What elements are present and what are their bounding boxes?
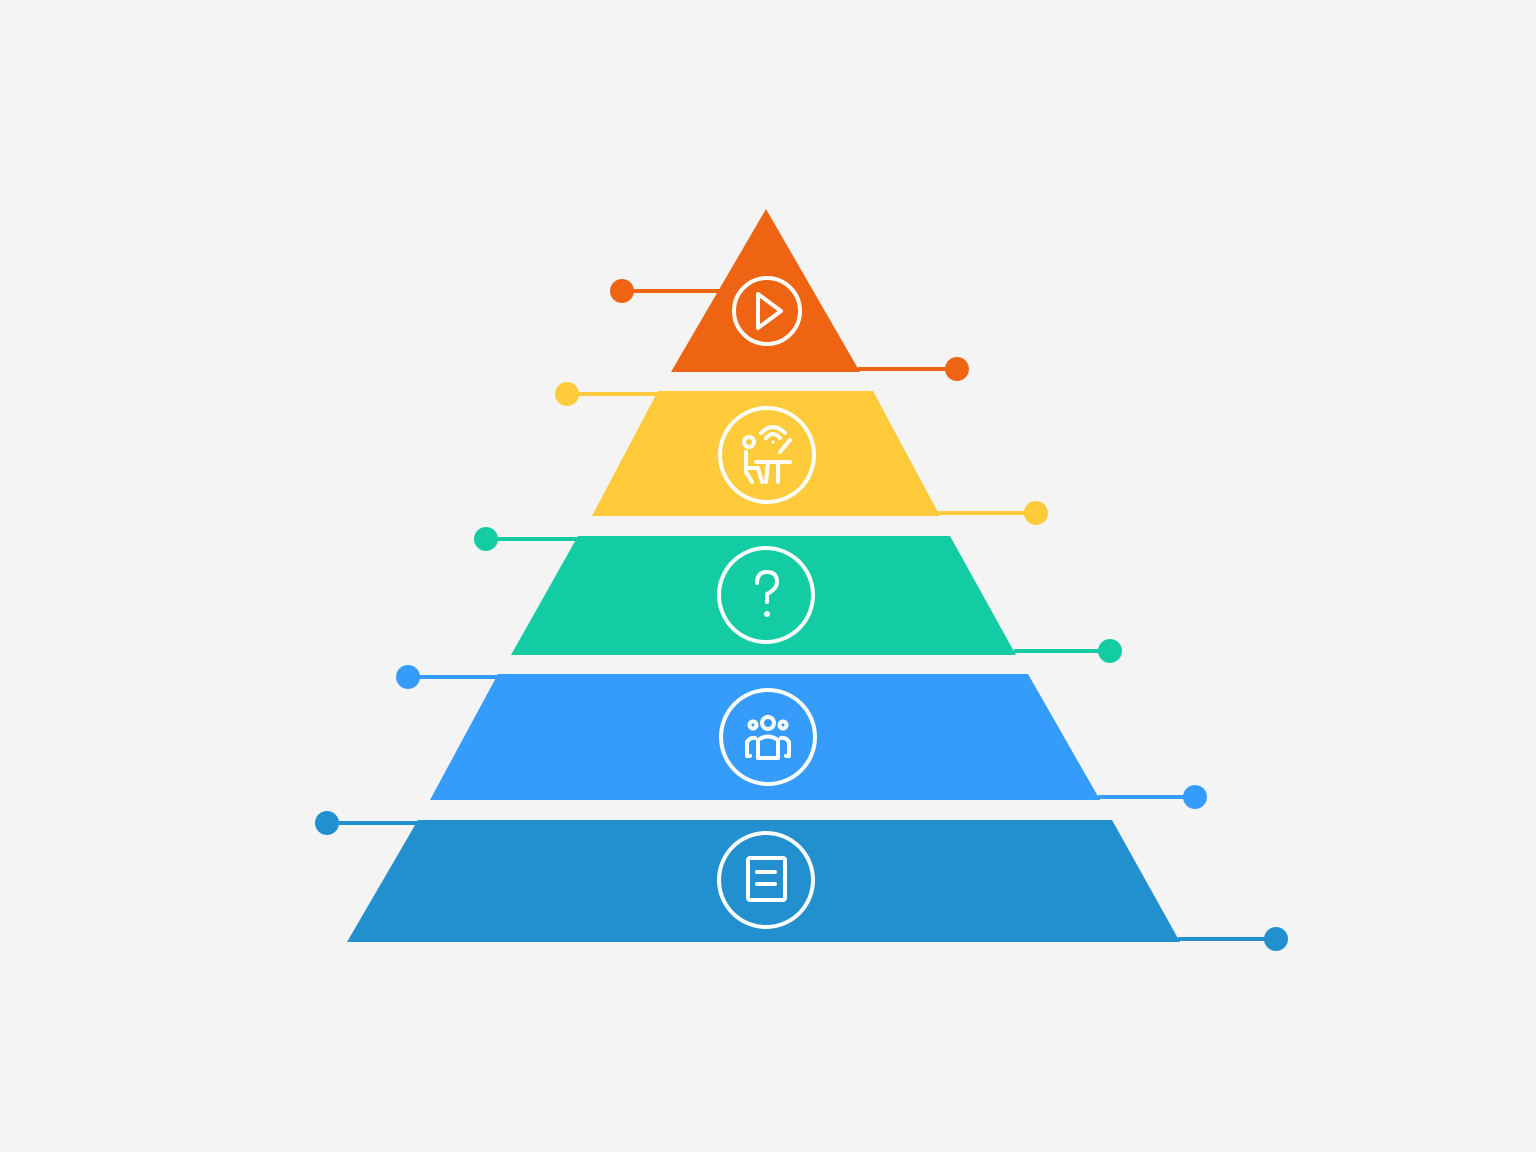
pyramid-level-5 [315,811,1288,951]
connector-dot-right-3 [1098,639,1122,663]
pyramid-level-2 [555,382,1048,525]
pyramid-segment-3 [511,536,1016,655]
question-icon [717,546,815,644]
connector-dot-left-2 [555,382,579,406]
connector-dot-right-1 [945,357,969,381]
play-icon [732,276,802,346]
pyramid-level-3 [474,527,1122,663]
connector-dot-left-1 [610,279,634,303]
pyramid-level-4 [396,665,1207,809]
remote-work-icon [718,406,816,504]
pyramid-level-1 [610,209,969,381]
connector-dot-left-3 [474,527,498,551]
connector-dot-right-2 [1024,501,1048,525]
document-icon [717,831,815,929]
connector-dot-left-4 [396,665,420,689]
pyramid-segment-5 [347,820,1180,942]
team-icon [719,688,817,786]
pyramid-segment-1 [671,209,860,372]
connector-dot-right-4 [1183,785,1207,809]
connector-dot-right-5 [1264,927,1288,951]
connector-dot-left-5 [315,811,339,835]
pyramid-segment-2 [592,391,940,516]
